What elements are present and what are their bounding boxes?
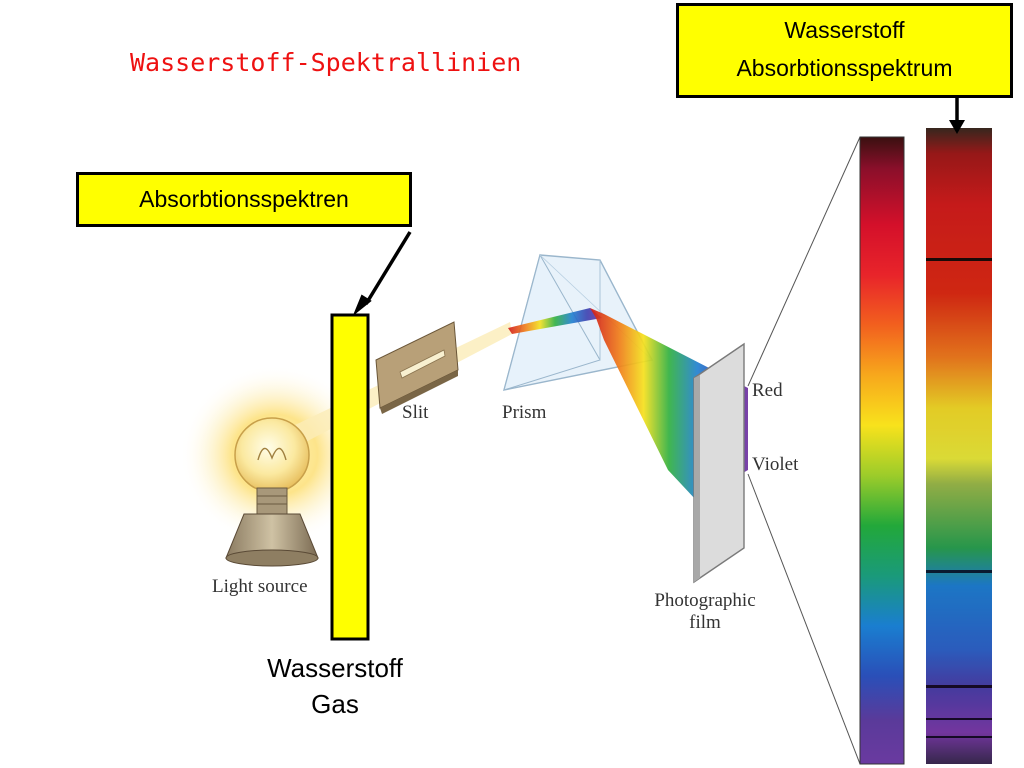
slit-plate — [375, 321, 459, 414]
gas-label-line2: Gas — [311, 689, 359, 719]
arrow-to-spectrum — [949, 98, 965, 134]
gas-label-line1: Wasserstoff — [267, 653, 403, 683]
beam-in-prism — [508, 308, 602, 334]
slit-label: Slit — [402, 402, 429, 423]
prism-label: Prism — [502, 402, 547, 423]
photographic-film — [693, 342, 745, 584]
absorption-line-violet-1 — [926, 685, 992, 688]
light-bulb-icon — [225, 417, 319, 567]
film-label-line2: film — [689, 612, 721, 633]
continuous-spectrum — [859, 136, 905, 765]
violet-label: Violet — [752, 454, 799, 475]
callout-absorption-spectra: Absorbtionsspektren — [76, 172, 412, 227]
absorption-line-blue — [926, 570, 992, 573]
callout-spectrum-line2: Absorbtionsspektrum — [736, 55, 953, 81]
light-source-label: Light source — [212, 576, 308, 597]
gas-label: Wasserstoff Gas — [240, 650, 430, 722]
slide-title: Wasserstoff-Spektrallinien — [130, 48, 522, 77]
film-label-line1: Photographic — [654, 590, 756, 611]
gas-cell — [330, 313, 370, 641]
red-label: Red — [752, 380, 783, 401]
projection-line-bottom — [747, 473, 861, 765]
film-label: Photographic film — [640, 590, 770, 634]
absorption-spectrum-photo — [926, 128, 992, 764]
callout-spectrum-line1: Wasserstoff — [784, 17, 905, 43]
projection-line-top — [747, 136, 861, 387]
absorption-line-red — [926, 258, 992, 261]
absorption-line-violet-3 — [926, 736, 992, 738]
absorption-line-violet-2 — [926, 718, 992, 720]
arrow-to-gas-cell — [352, 231, 412, 317]
callout-absorption-spectrum: Wasserstoff Absorbtionsspektrum — [676, 3, 1013, 98]
